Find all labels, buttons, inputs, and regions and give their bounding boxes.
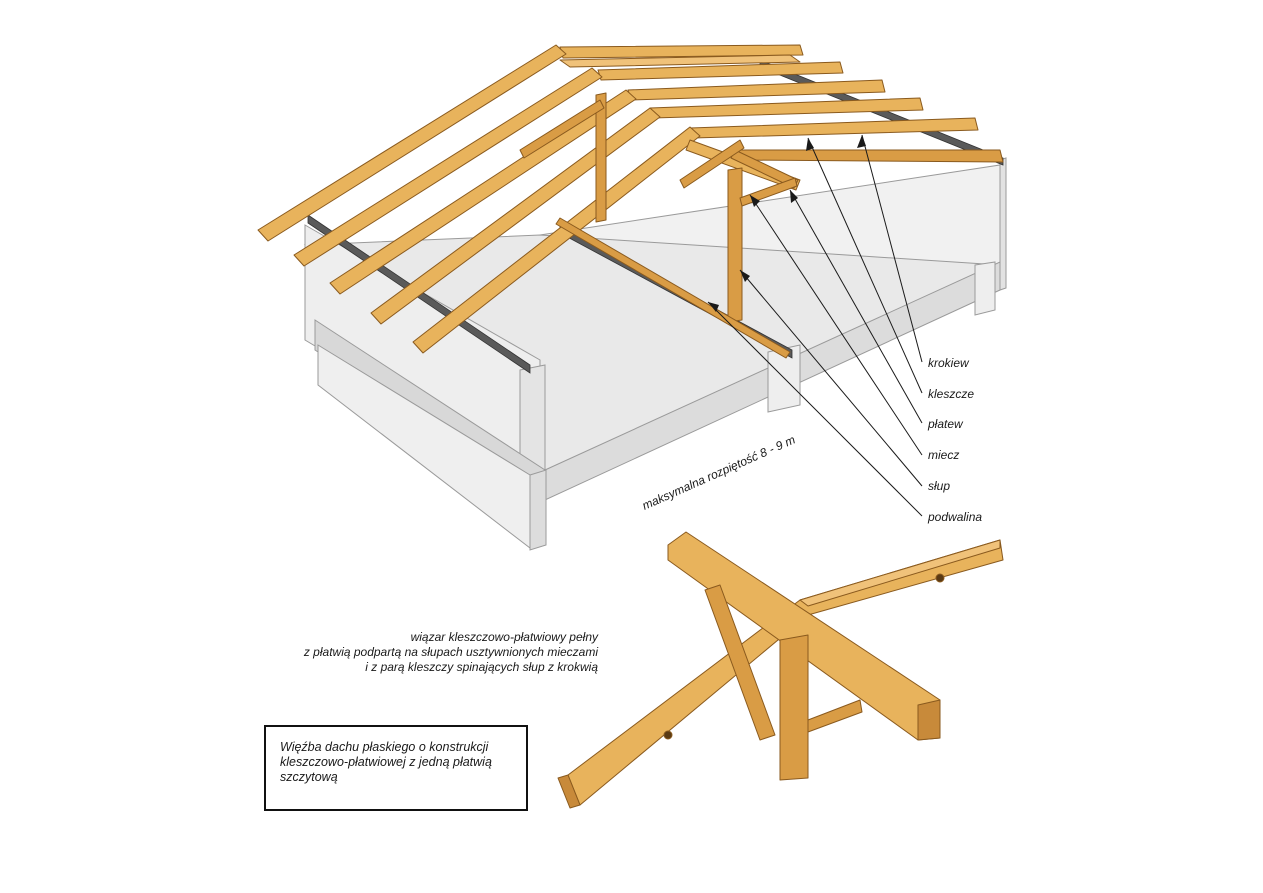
label-kleszcze: kleszcze xyxy=(928,387,975,401)
title-line-3: szczytową xyxy=(280,770,338,784)
title-line-2: kleszczowo-płatwiowej z jedną płatwią xyxy=(280,755,492,769)
label-podwalina: podwalina xyxy=(928,510,983,524)
roof-timbers xyxy=(257,44,1004,359)
label-slup: słup xyxy=(928,479,951,493)
diagram-caption: wiązar kleszczowo-płatwiowy pełny z płat… xyxy=(230,630,598,675)
leader-arrowheads xyxy=(708,135,866,312)
label-krokiew: krokiew xyxy=(928,356,969,370)
caption-line-2: z płatwią podpartą na słupach usztywnion… xyxy=(303,645,598,659)
caption-line-3: i z parą kleszczy spinających słup z kro… xyxy=(365,660,598,674)
title-box: Więźba dachu płaskiego o konstrukcji kle… xyxy=(264,725,528,811)
label-platew: płatew xyxy=(928,417,963,431)
building-walls xyxy=(303,157,1007,551)
leader-lines xyxy=(707,134,923,517)
label-miecz: miecz xyxy=(928,448,960,462)
caption-line-1: wiązar kleszczowo-płatwiowy pełny xyxy=(410,630,598,644)
title-line-1: Więźba dachu płaskiego o konstrukcji xyxy=(280,740,489,754)
joint-detail xyxy=(557,531,1004,809)
